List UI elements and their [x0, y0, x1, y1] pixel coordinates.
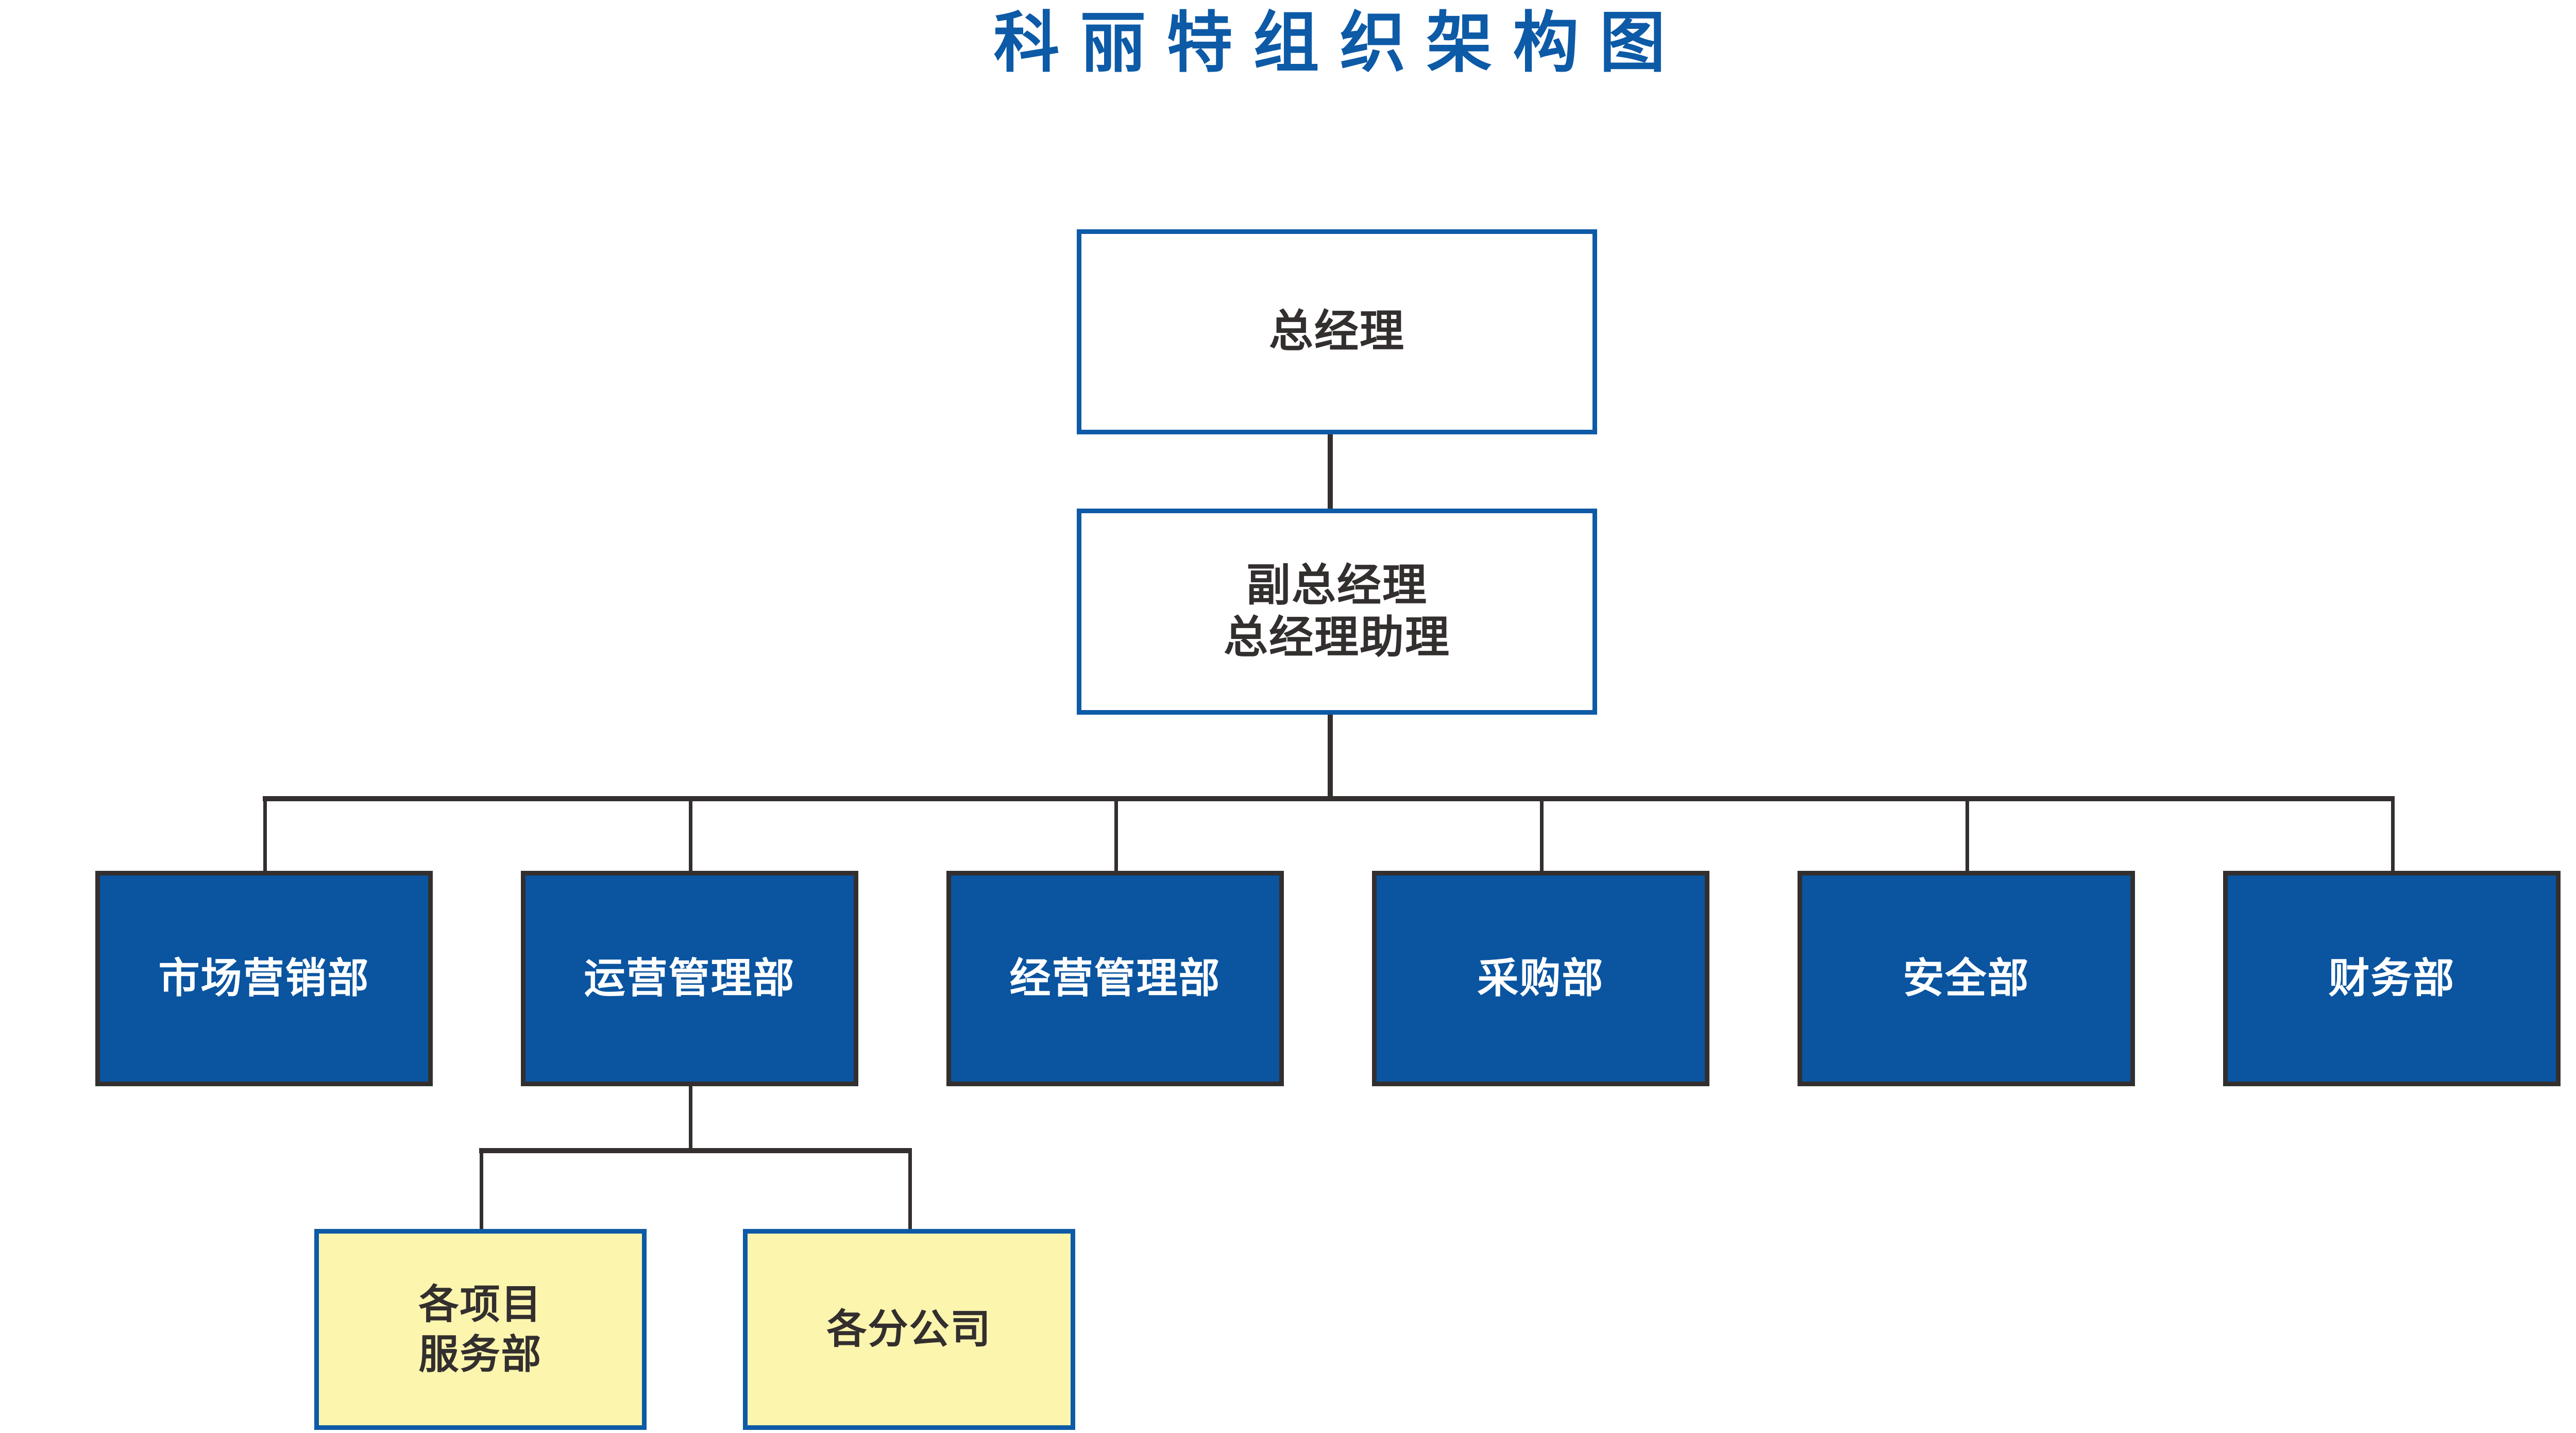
node-department-procurement[interactable]: 采购部	[1372, 871, 1709, 1086]
connector-gm-to-vgm	[1328, 434, 1333, 509]
node-department-marketing-label: 市场营销部	[158, 955, 370, 1001]
node-department-management[interactable]: 经营管理部	[946, 871, 1284, 1086]
node-vice-general-manager[interactable]: 副总经理 总经理助理	[1077, 509, 1597, 715]
connector-department-bus	[263, 796, 2393, 801]
node-subunit-branch-company[interactable]: 各分公司	[743, 1229, 1075, 1430]
connector-operations-to-subbus	[689, 1086, 692, 1151]
node-general-manager[interactable]: 总经理	[1077, 229, 1597, 434]
node-subunit-project-service-label: 各项目 服务部	[418, 1281, 543, 1377]
connector-drop-safety	[1965, 796, 1969, 872]
node-department-finance[interactable]: 财务部	[2223, 871, 2561, 1086]
node-department-marketing[interactable]: 市场营销部	[95, 871, 433, 1086]
node-department-procurement-label: 采购部	[1477, 955, 1604, 1001]
node-vice-general-manager-label: 副总经理 总经理助理	[1224, 560, 1450, 662]
node-department-operations-label: 运营管理部	[584, 955, 795, 1001]
connector-sub-bus	[479, 1148, 912, 1153]
connector-drop-finance	[2391, 796, 2395, 872]
connector-drop-project-service	[480, 1148, 483, 1230]
node-subunit-project-service[interactable]: 各项目 服务部	[314, 1229, 647, 1430]
node-department-finance-label: 财务部	[2328, 955, 2455, 1001]
node-department-management-label: 经营管理部	[1009, 955, 1221, 1001]
node-department-safety[interactable]: 安全部	[1798, 871, 2135, 1086]
connector-drop-operations	[689, 796, 692, 872]
connector-drop-marketing	[263, 796, 267, 872]
connector-drop-branch-company	[908, 1148, 912, 1230]
node-department-operations[interactable]: 运营管理部	[521, 871, 858, 1086]
page-title: 科丽特组织架构图	[993, 6, 1686, 80]
node-department-safety-label: 安全部	[1903, 955, 2030, 1001]
node-subunit-branch-company-label: 各分公司	[826, 1306, 992, 1352]
node-general-manager-label: 总经理	[1269, 307, 1405, 357]
connector-vgm-to-bus	[1328, 715, 1333, 800]
connector-drop-management	[1114, 796, 1118, 872]
connector-drop-procurement	[1540, 796, 1544, 872]
